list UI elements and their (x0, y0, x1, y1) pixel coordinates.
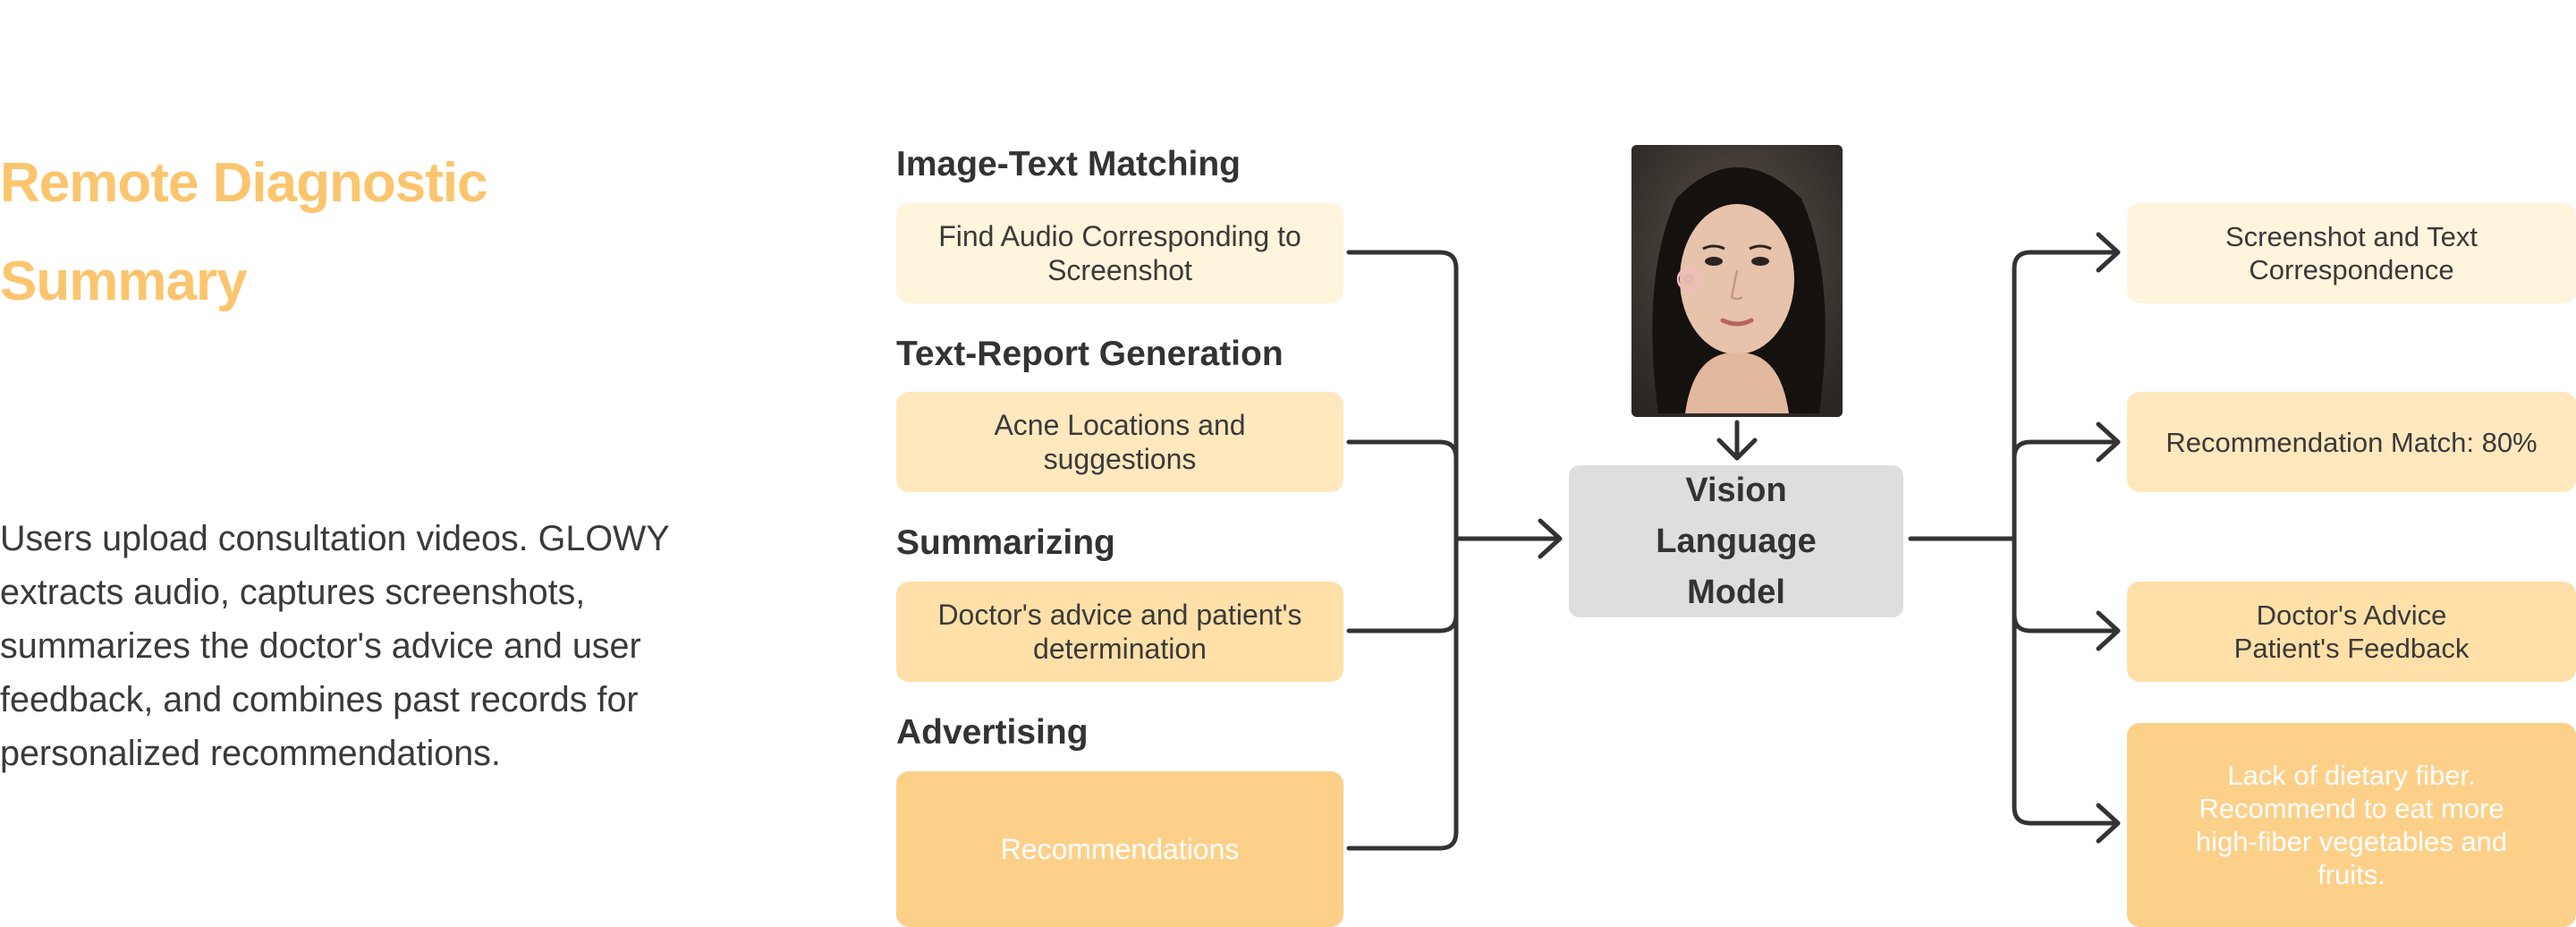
box-doctors-advice: Doctor's advice and patient's determinat… (896, 582, 1343, 682)
box-find-audio: Find Audio Corresponding to Screenshot (896, 203, 1343, 303)
box-line: Recommendation Match: 80% (2165, 426, 2538, 458)
heading-text-report-generation: Text-Report Generation (896, 335, 1284, 373)
description: Users upload consultation videos. GLOWY … (0, 519, 669, 773)
connector-output-3 (2012, 612, 2119, 634)
box-line: high-fiber vegetables and (2195, 826, 2508, 857)
face-photo (1631, 145, 1843, 417)
connector-output-trunk (2012, 250, 2119, 826)
box-line: Lack of dietary fiber. (2227, 760, 2476, 791)
box-line: determination (1033, 633, 1207, 665)
connector-output-2 (2012, 439, 2119, 461)
box-acne-locations: Acne Locations and suggestions (896, 392, 1343, 492)
connector-input-3 (1346, 612, 1459, 634)
box-line: Doctor's advice and patient's (937, 599, 1302, 631)
model-line: Language (1656, 522, 1817, 560)
heading-advertising: Advertising (896, 713, 1089, 752)
connector-input-2 (1346, 439, 1459, 461)
box-line: Doctor's Advice (2256, 600, 2447, 631)
arrowhead-out-2-icon (2096, 421, 2121, 463)
model-line: Vision (1685, 471, 1787, 509)
box-line: Patient's Feedback (2233, 633, 2470, 664)
connector-input-4 (1346, 536, 1459, 851)
box-line: Recommend to eat more (2199, 793, 2504, 824)
heading-summarizing: Summarizing (896, 523, 1115, 562)
heading-image-text-matching: Image-Text Matching (896, 145, 1241, 183)
arrowhead-out-3-icon (2096, 610, 2121, 651)
box-line: Screenshot (1047, 254, 1192, 286)
box-recommendations: Recommendations (896, 771, 1343, 927)
box-line: Recommendations (1000, 833, 1240, 865)
arrowhead-out-1-icon (2096, 232, 2121, 273)
arrowhead-out-4-icon (2096, 803, 2121, 844)
box-line: suggestions (1043, 443, 1197, 475)
output-recommendation-match: Recommendation Match: 80% (2127, 392, 2576, 492)
output-screenshot-correspondence: Screenshot and Text Correspondence (2127, 203, 2576, 303)
model-line: Model (1687, 573, 1785, 611)
output-dietary-fiber: Lack of dietary fiber. Recommend to eat … (2127, 723, 2576, 927)
arrowhead-photo-icon (1716, 438, 1758, 461)
connector-input-1 (1346, 250, 1459, 541)
page-title: Remote Diagnostic Summary (0, 134, 716, 331)
output-advice-feedback: Doctor's Advice Patient's Feedback (2127, 582, 2576, 682)
vision-language-model-box: Vision Language Model (1569, 465, 1903, 617)
box-line: fruits. (2318, 859, 2385, 890)
box-line: Acne Locations and (994, 409, 1246, 441)
box-line: Correspondence (2249, 254, 2454, 285)
arrowhead-to-model-icon (1538, 518, 1563, 559)
box-line: Screenshot and Text (2224, 221, 2479, 252)
title-line-2: Summary (0, 251, 248, 312)
box-line: Find Audio Corresponding to (938, 220, 1301, 252)
title-line-1: Remote Diagnostic (0, 152, 488, 214)
face-photo-icon (1631, 145, 1843, 417)
